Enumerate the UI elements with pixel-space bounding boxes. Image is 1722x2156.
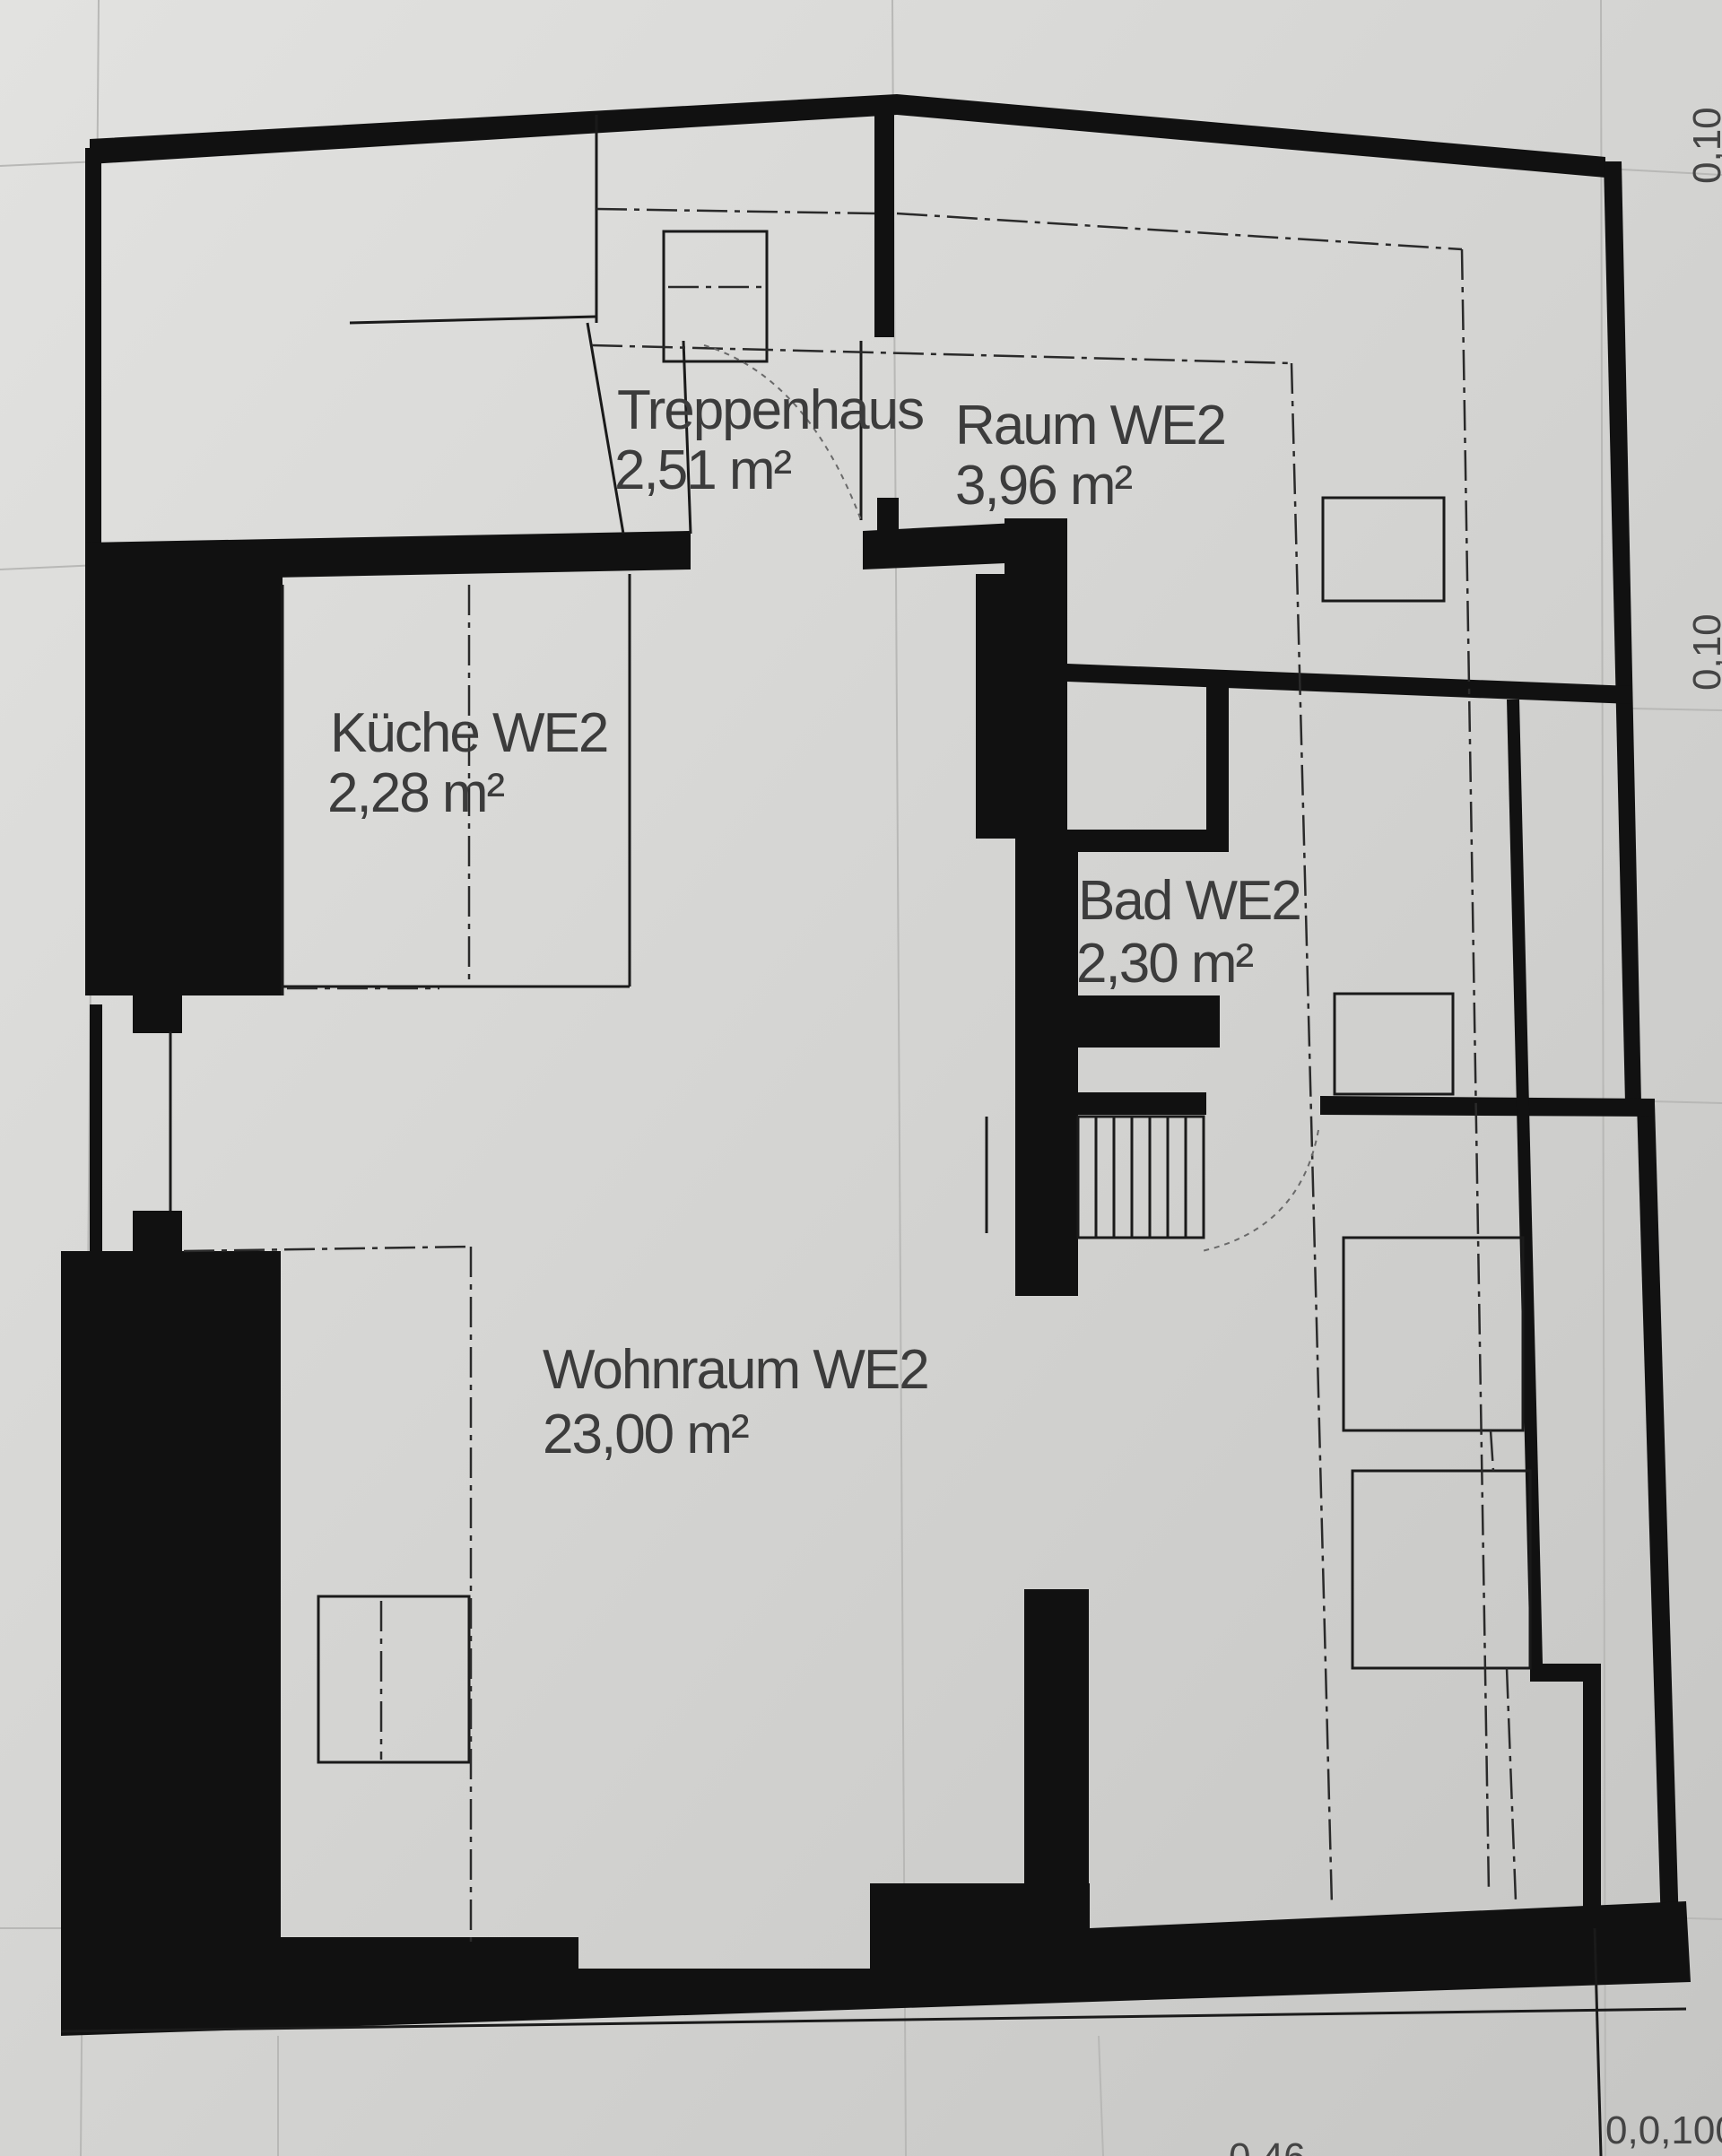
- wall-bad-shelf-1: [1072, 995, 1220, 1048]
- room-labels: Treppenhaus 2,51 m² Raum WE2 3,96 m² Küc…: [327, 379, 1302, 1465]
- wall-bad-shelf-2: [1072, 1092, 1206, 1115]
- dimension-labels: 0,10 0,10 0,0,100 0,46: [1229, 107, 1722, 2156]
- wall-left-block-lower: [61, 1251, 281, 1991]
- wall-bad-top: [1067, 664, 1632, 704]
- wall-bad-niche-right: [1206, 682, 1229, 848]
- wall-central-lower: [1015, 834, 1078, 1296]
- door-swings: [703, 344, 1319, 1252]
- walls: [61, 94, 1691, 2036]
- room-name-bad: Bad WE2: [1078, 870, 1300, 932]
- room-name-raum: Raum WE2: [955, 395, 1225, 456]
- wall-inner-right: [1507, 700, 1543, 1664]
- room-name-treppenhaus: Treppenhaus: [617, 379, 923, 441]
- dim-right-mid: 0,10: [1685, 613, 1722, 691]
- wall-bad-niche-bottom: [1067, 830, 1229, 852]
- room-name-wohnraum: Wohnraum WE2: [543, 1339, 928, 1401]
- wall-central-upper: [976, 518, 1067, 839]
- wall-inner-right-step: [1530, 1664, 1601, 1928]
- wall-left-door-frame: [90, 1004, 102, 1256]
- room-area-treppenhaus: 2,51 m²: [614, 439, 792, 501]
- wall-left-block-upper: [85, 556, 283, 995]
- dim-bottom-center: 0,46: [1229, 2135, 1306, 2156]
- room-name-kueche: Küche WE2: [330, 702, 607, 764]
- room-area-wohnraum: 23,00 m²: [543, 1404, 749, 1465]
- dashed-lines: [183, 207, 1518, 1942]
- wall-right-upper: [1604, 161, 1641, 1103]
- wall-top: [90, 94, 1605, 178]
- thin-lines: [60, 115, 1687, 2156]
- wall-left-notch-upper: [133, 995, 182, 1033]
- wall-stair-post: [877, 498, 899, 534]
- wall-bottom-pillar: [1024, 1589, 1089, 1890]
- wall-bottom: [61, 1883, 1691, 2036]
- wall-stair-shaft: [874, 115, 894, 337]
- room-area-kueche: 2,28 m²: [327, 762, 505, 824]
- room-area-bad: 2,30 m²: [1076, 933, 1254, 995]
- wall-right-lower: [1637, 1103, 1679, 1928]
- dim-right-top: 0,10: [1685, 107, 1722, 184]
- wall-left-upper: [85, 148, 101, 561]
- wall-right-horizontal: [1320, 1096, 1655, 1117]
- room-area-raum: 3,96 m²: [955, 455, 1133, 517]
- dim-bottom-right: 0,0,100: [1605, 2108, 1722, 2152]
